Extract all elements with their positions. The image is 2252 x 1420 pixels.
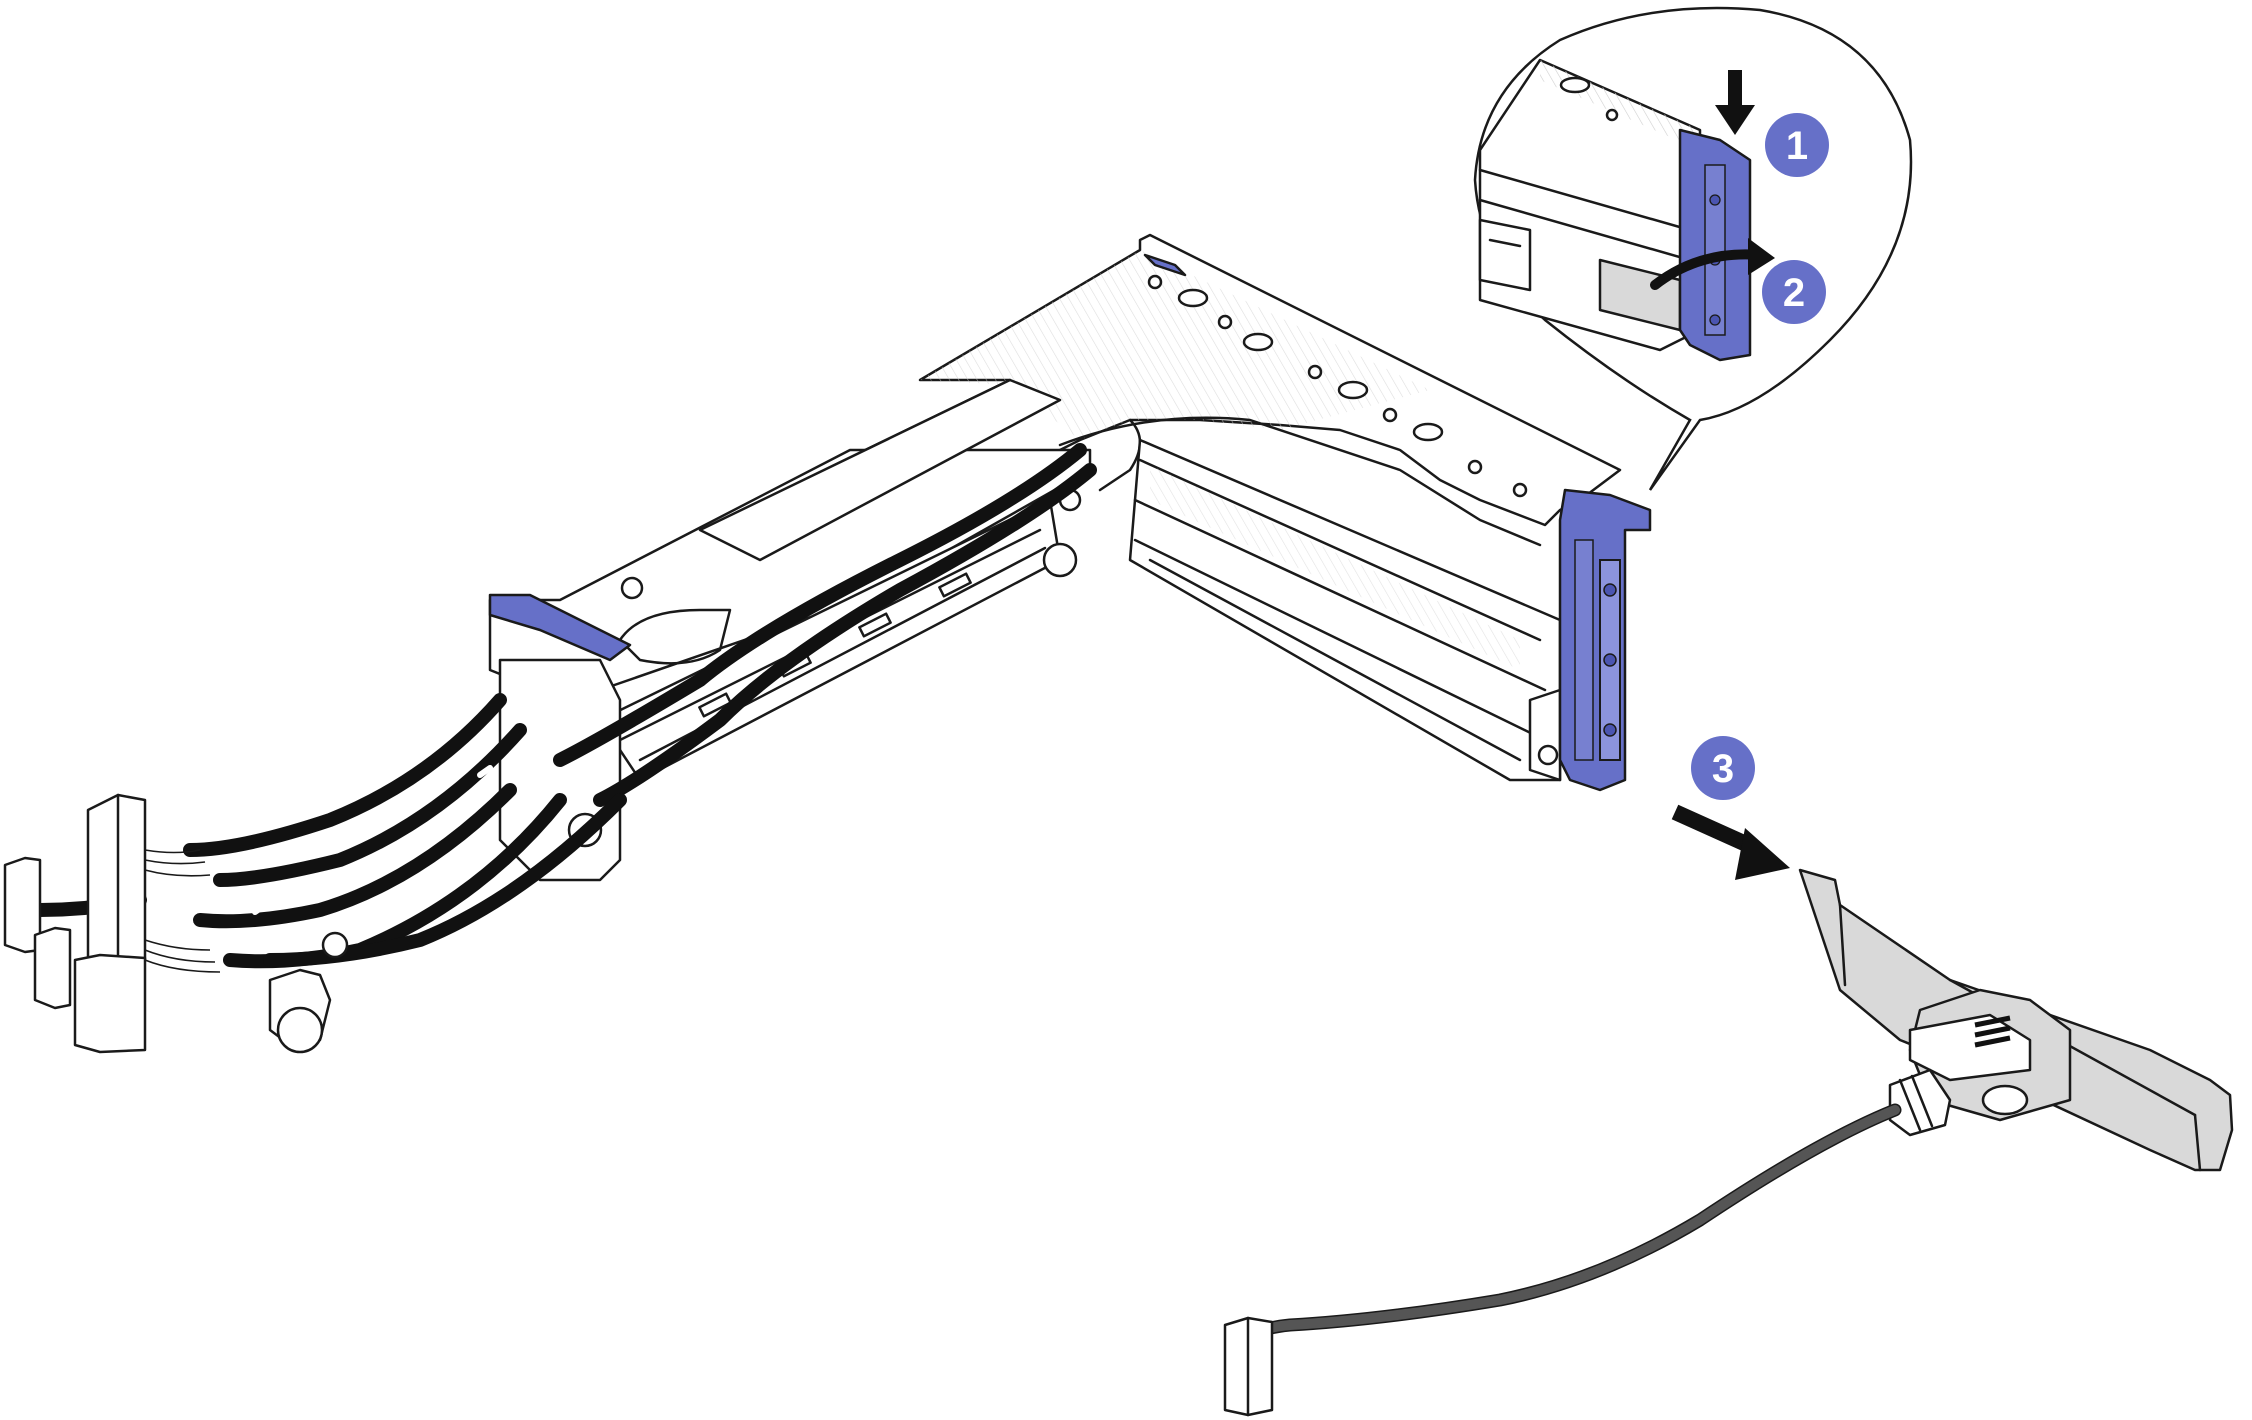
- top-blue-tag: [1143, 253, 1187, 277]
- internal-cables: [33, 443, 1097, 969]
- callout-step-3: 3: [1691, 736, 1755, 800]
- callout-step-1: 1: [1765, 113, 1829, 177]
- callout-label-3: 3: [1712, 747, 1734, 791]
- zoom-callout: [1473, 6, 1913, 491]
- callout-label-2: 2: [1783, 271, 1805, 315]
- callout-label-1: 1: [1786, 124, 1808, 168]
- down-arrow-icon: [1715, 70, 1755, 135]
- left-blue-tag: [488, 593, 632, 662]
- serial-port-module: [1223, 868, 2234, 1417]
- callout-badge-3: [1691, 736, 1755, 800]
- top-plate-holes: [1147, 274, 1528, 498]
- wire-fan: [144, 849, 221, 973]
- curved-arrow-icon: [1650, 238, 1775, 290]
- cable-connectors: [3, 793, 349, 1054]
- callout-badge-2: [1762, 260, 1826, 324]
- riser-latch: [1558, 488, 1652, 792]
- riser-cage: [488, 233, 1622, 882]
- callout-badge-1: [1765, 113, 1829, 177]
- serial-port-pins: [1974, 1015, 2011, 1048]
- diagonal-arrow-icon: [1671, 804, 1790, 880]
- callout-step-2: 2: [1762, 260, 1826, 324]
